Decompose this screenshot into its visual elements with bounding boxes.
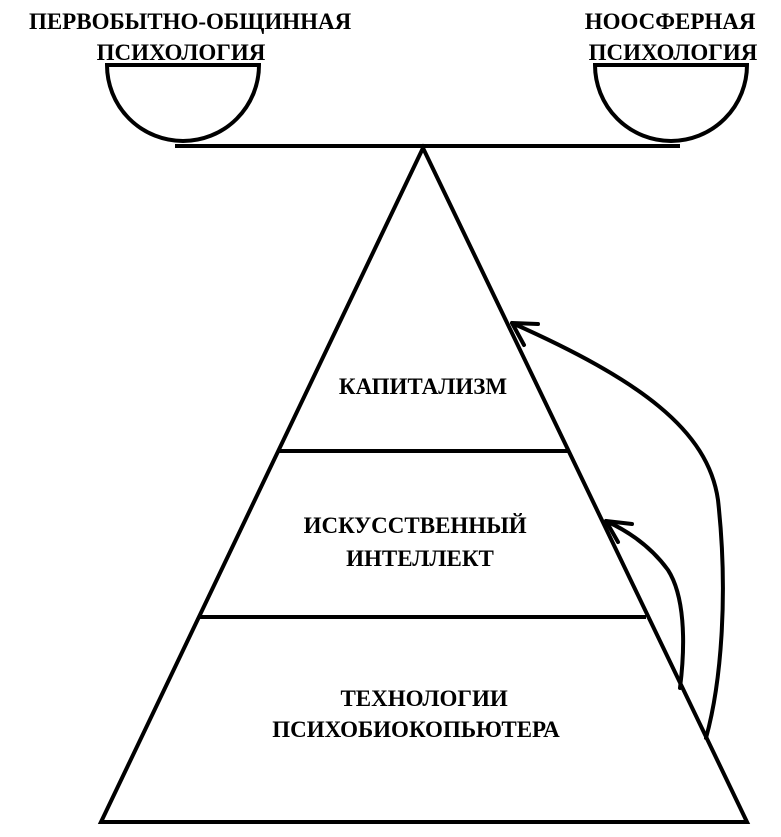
arrow-to-top-tier — [510, 321, 725, 740]
middle-tier-label: ИСКУССТВЕННЫЙ ИНТЕЛЛЕКТ — [304, 513, 533, 571]
top-tier-label: КАПИТАЛИЗМ — [339, 374, 507, 399]
pyramid-outline — [97, 143, 751, 824]
bottom-tier-label: ТЕХНОЛОГИИ ПСИХОБИОКОПЬЮТЕРА — [272, 686, 560, 742]
right-scale-pan — [592, 63, 750, 143]
arrow-head-top-tier — [510, 321, 540, 347]
arrow-to-middle-tier — [604, 519, 686, 690]
right-pan-label: НООСФЕРНАЯ ПСИХОЛОГИЯ — [585, 9, 762, 65]
left-pan-label: ПЕРВОБЫТНО-ОБЩИННАЯ ПСИХОЛОГИЯ — [29, 9, 357, 65]
left-scale-pan — [104, 63, 262, 143]
arrow-head-middle-tier — [604, 519, 634, 544]
